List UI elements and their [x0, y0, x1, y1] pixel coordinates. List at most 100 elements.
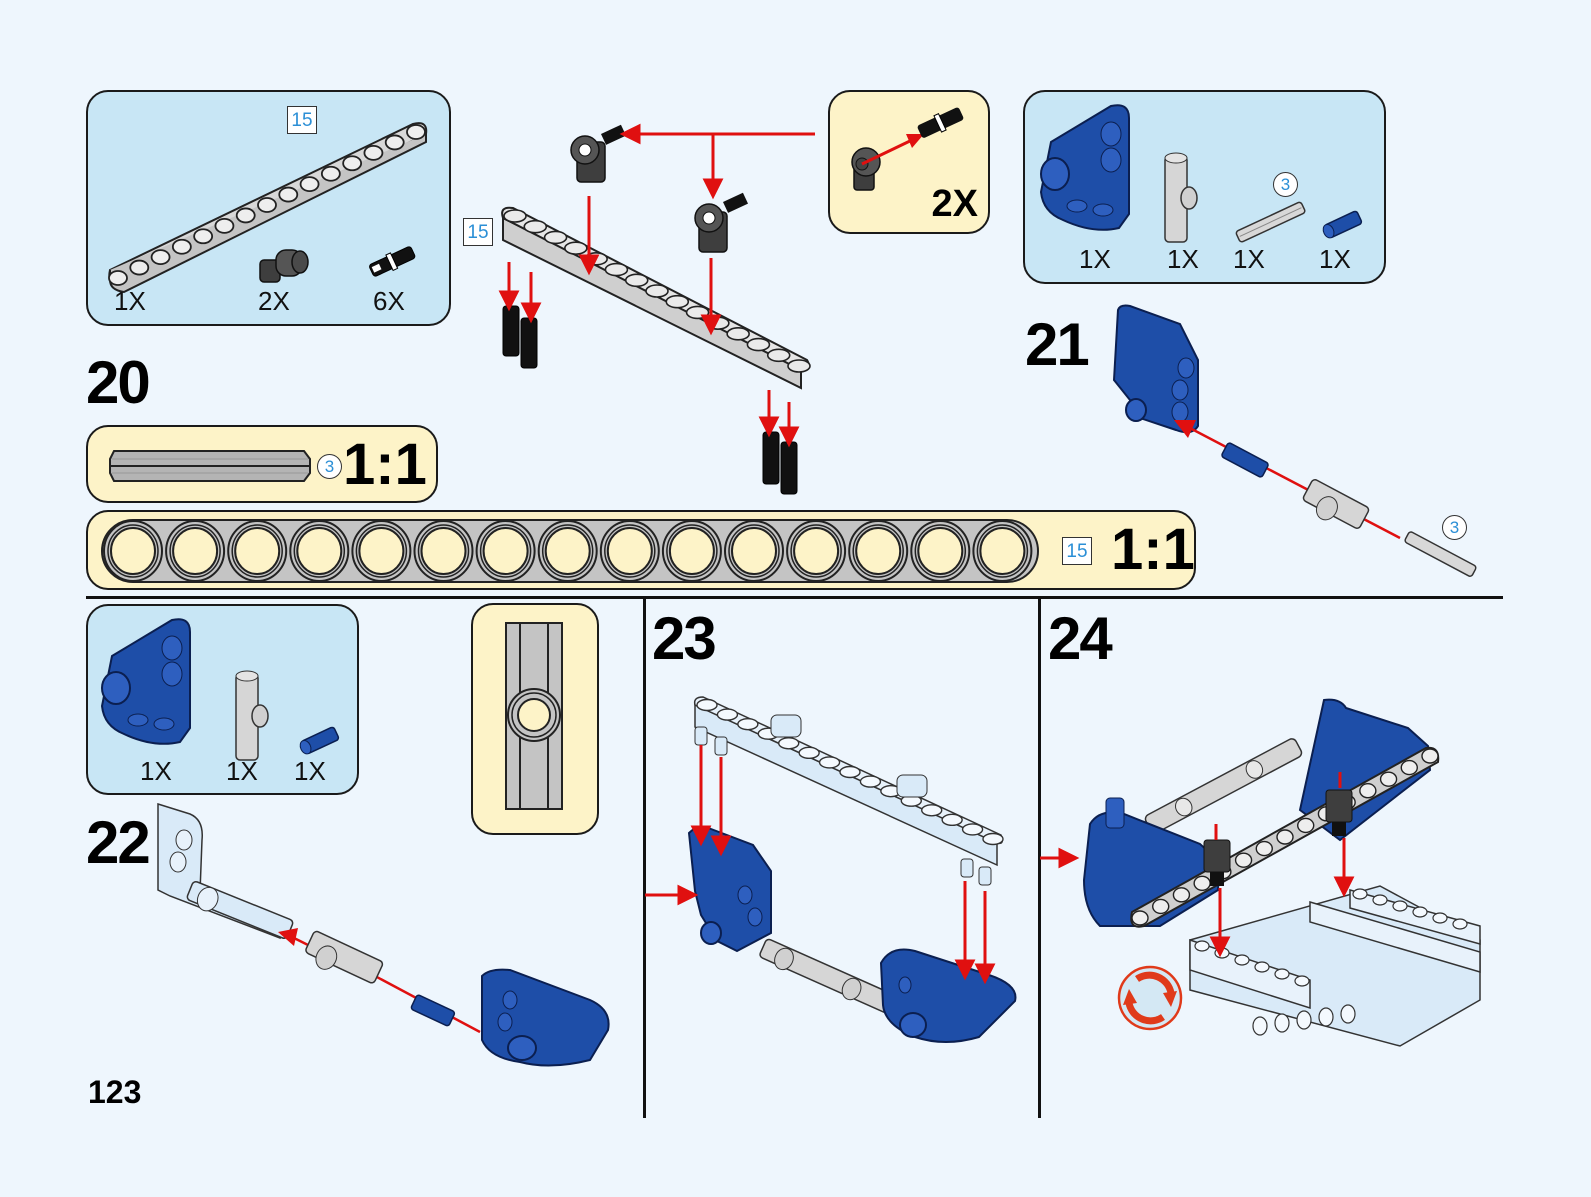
frame-hole — [1452, 918, 1468, 930]
qty-gray-connector: 1X — [226, 756, 258, 786]
frame-hole — [1274, 968, 1290, 980]
step-number-20: 20 — [86, 349, 151, 416]
beam-hole-ring — [479, 524, 532, 578]
beam-hole — [737, 717, 759, 731]
axle-3-actual-size-icon — [109, 450, 311, 482]
beam-hole-ring — [790, 524, 842, 578]
beam-hole-ring — [914, 524, 967, 578]
beam-hole — [982, 832, 1004, 846]
beam-hole — [193, 228, 214, 245]
beam-hole — [406, 124, 426, 140]
frame-hole — [1274, 1013, 1290, 1033]
beam-hole — [1193, 875, 1211, 891]
beam-hole — [1234, 852, 1253, 868]
axle-3-icon — [1235, 201, 1306, 243]
rotate-model-icon — [1117, 965, 1183, 1031]
step-22-assembly-illustration — [157, 802, 610, 1067]
beam-hole-ring — [293, 524, 346, 578]
frame-hole — [1296, 1010, 1312, 1030]
beam-hole-ring — [604, 524, 656, 578]
beam-hole — [1131, 910, 1149, 926]
beam-hole — [363, 144, 384, 161]
beam-hole — [523, 219, 548, 234]
beam-hole-ring — [852, 524, 904, 578]
beam-hole — [1379, 771, 1398, 787]
beam-15-part-icon — [108, 122, 428, 294]
qty-blue-pin: 1X — [294, 756, 326, 786]
step-21-parts-panel: 3 1X 1X 1X 1X — [1023, 90, 1386, 284]
friction-pin-icon — [369, 246, 416, 277]
beam-hole — [544, 527, 591, 575]
step-number-22: 22 — [86, 809, 151, 876]
beam-hole-ring — [169, 524, 221, 578]
step-21-axle-length-label: 3 — [1442, 515, 1467, 540]
frame-hole — [1340, 1004, 1356, 1024]
beam-hole — [855, 527, 902, 575]
frame-hole — [1412, 906, 1428, 918]
beam-hole-ring — [976, 524, 1029, 578]
beam-hole-ring — [728, 524, 780, 578]
beam-hole-ring — [417, 524, 470, 578]
qty-blue-bracket: 1X — [140, 756, 172, 786]
beam-hole — [917, 527, 964, 575]
beam-hole-ring — [541, 524, 594, 578]
qty-axle-3: 1X — [1233, 244, 1265, 274]
axle-pin-connector-upper-right — [694, 192, 749, 253]
page-number: 123 — [88, 1074, 142, 1110]
beam-hole-ring — [355, 524, 408, 578]
beam-hole — [296, 527, 343, 575]
qty-gray-connector: 1X — [1167, 244, 1199, 274]
axle-pin-connector-upper-left — [570, 124, 627, 183]
axle-scale-length-label: 3 — [317, 454, 342, 479]
beam-hole — [1421, 748, 1439, 764]
step-20-parts-panel: 15 1X 2X 6X — [86, 90, 451, 326]
beam-hole — [257, 197, 277, 213]
connector-with-pin-icon — [851, 107, 964, 191]
beam-hole — [543, 230, 568, 245]
beam-hole — [108, 270, 128, 286]
axle-pin-connector-gray-icon — [1164, 152, 1198, 243]
axle-pin-connector-top-view-icon — [505, 622, 563, 810]
subassembly-qty: 2X — [931, 183, 978, 225]
frame-hole — [1252, 1016, 1268, 1036]
beam-hole — [235, 207, 256, 224]
axle-pin-blue-icon — [1322, 210, 1363, 239]
beam-hole — [129, 259, 150, 276]
qty-blue-pin: 1X — [1319, 244, 1351, 274]
axle-pin-connector-gray-icon — [235, 670, 269, 761]
beam-hole — [778, 737, 800, 750]
frame-hole — [1234, 954, 1250, 966]
beam-hole — [696, 698, 718, 712]
beam-hole — [172, 527, 219, 575]
beam-hole — [299, 176, 320, 193]
beam-hole — [604, 262, 629, 277]
beam-hole — [234, 527, 281, 575]
beam-15-actual-size-icon — [101, 519, 1039, 583]
beam-length-label: 15 — [287, 106, 317, 134]
beam-hole — [564, 241, 588, 255]
beam-hole — [961, 823, 984, 836]
axle-3-scale-reference: 3 1:1 — [86, 425, 438, 503]
beam-hole-ring — [231, 524, 283, 578]
beam-hole-ring — [666, 524, 718, 578]
beam-hole — [606, 527, 653, 575]
beam-hole — [278, 186, 299, 203]
frame-hole — [1254, 961, 1270, 973]
beam-hole — [1172, 887, 1191, 903]
frame-hole — [1352, 888, 1368, 900]
frame-hole — [1392, 900, 1408, 912]
beam-hole — [1255, 840, 1273, 857]
beam-hole — [1359, 783, 1377, 799]
beam-hole — [798, 746, 820, 760]
beam-hole — [1400, 759, 1418, 776]
beam-hole — [787, 359, 811, 373]
beam-hole — [746, 337, 771, 352]
qty-blue-bracket: 1X — [1079, 244, 1111, 274]
axle-length-label: 3 — [1273, 172, 1298, 197]
qty-axle-pin-connector: 2X — [258, 286, 290, 316]
beam-hole — [320, 165, 341, 182]
section-divider-horizontal — [86, 596, 1503, 599]
beam-hole — [342, 155, 363, 172]
axle-pin-connector-icon — [259, 249, 309, 283]
qty-friction-pin: 6X — [373, 286, 405, 316]
